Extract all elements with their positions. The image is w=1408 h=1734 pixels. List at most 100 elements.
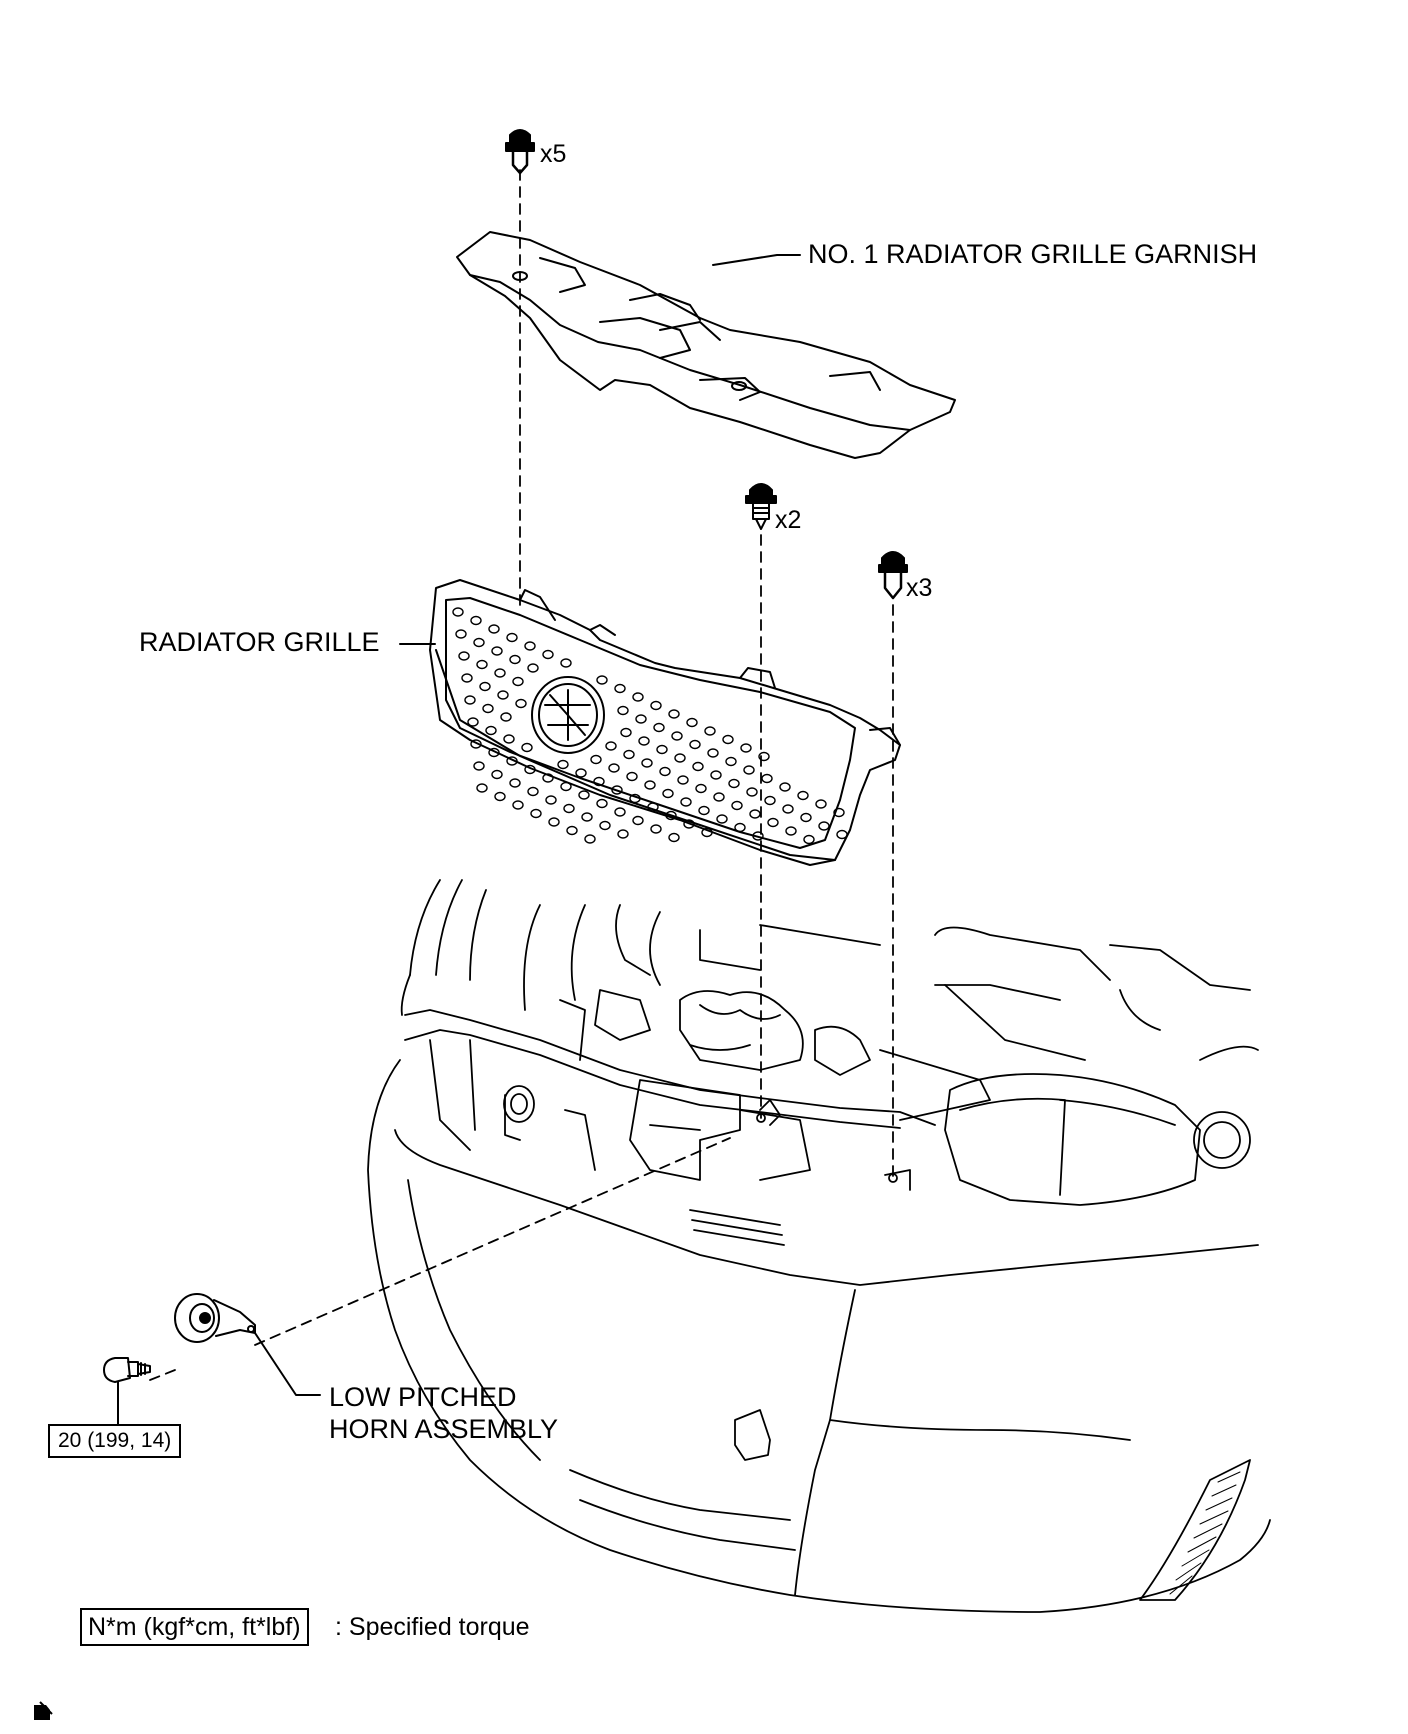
grille-mesh-hole	[545, 795, 557, 805]
grille-mesh-hole	[476, 659, 488, 670]
grille-mesh-hole	[470, 615, 482, 626]
grille-mesh-hole	[488, 624, 500, 634]
grille-mesh-hole	[692, 761, 704, 772]
grille-mesh-hole	[467, 717, 479, 727]
horn-label-line1: LOW PITCHED	[329, 1382, 517, 1412]
grille-mesh-hole	[575, 768, 587, 778]
grille-mesh-hole	[734, 822, 746, 833]
grille-mesh-hole	[710, 770, 722, 780]
grille-mesh-hole	[653, 722, 665, 733]
garnish-leader-line	[712, 254, 801, 266]
grille-mesh-hole	[746, 787, 758, 797]
bumper-vent-hatching	[1169, 1471, 1241, 1595]
grille-mesh-hole	[671, 731, 683, 741]
bolt-icon	[103, 1357, 151, 1383]
grille-mesh-hole	[836, 829, 848, 840]
grille-mesh-hole	[455, 629, 467, 639]
grille-mesh-hole	[704, 726, 716, 736]
grille-mesh-hole	[665, 810, 677, 821]
torque-spec-box: 20 (199, 14)	[48, 1424, 182, 1458]
radiator-grille-drawing	[429, 579, 901, 866]
grille-mesh-hole	[626, 771, 638, 782]
grille-mesh-hole	[668, 832, 680, 843]
grille-mesh-hole	[782, 804, 794, 814]
radiator-grille-garnish-drawing	[456, 231, 956, 459]
grille-mesh-hole	[749, 809, 761, 819]
grille-mesh-hole	[530, 808, 542, 819]
grille-mesh-hole	[464, 695, 476, 705]
grille-mesh-hole	[515, 698, 527, 709]
grille-mesh-hole	[605, 741, 617, 751]
grille-mesh-hole	[596, 798, 608, 809]
grille-mesh-hole	[815, 799, 827, 809]
grille-mesh-hole	[695, 783, 707, 794]
grille-mesh-hole	[764, 795, 776, 806]
grille-mesh-hole	[566, 825, 578, 836]
grille-mesh-hole	[503, 734, 515, 744]
clip-quantity-label: x3	[906, 574, 933, 602]
grille-mesh-hole	[521, 742, 533, 753]
grille-mesh-hole	[560, 658, 572, 668]
grille-mesh-hole	[722, 734, 734, 745]
grille-mesh-hole	[641, 758, 653, 768]
grille-mesh-hole	[740, 743, 752, 753]
grille-mesh-hole	[578, 790, 590, 800]
grille-mesh-hole	[707, 748, 719, 758]
grille-mesh-hole	[797, 790, 809, 801]
grille-mesh-hole	[512, 676, 524, 687]
grille-mesh-hole	[803, 834, 815, 845]
grille-mesh-hole	[686, 717, 698, 728]
grille-mesh-hole	[779, 782, 791, 792]
grille-mesh-hole	[452, 607, 464, 617]
screw-icon	[745, 483, 777, 530]
grille-mesh-hole	[725, 756, 737, 767]
grille-mesh-hole	[524, 764, 536, 775]
grille-mesh-hole	[689, 739, 701, 750]
grille-mesh-hole	[632, 815, 644, 826]
grille-mesh-hole	[527, 786, 539, 797]
grille-mesh-hole	[491, 646, 503, 656]
grille-mesh-hole	[731, 800, 743, 811]
grille-mesh-hole	[659, 766, 671, 777]
grille-mesh-hole	[818, 821, 830, 831]
grille-mesh-hole	[524, 641, 536, 651]
horn-leader-line	[254, 1332, 321, 1396]
grille-mesh-hole	[473, 637, 485, 648]
grille-mesh-hole	[629, 793, 641, 804]
clip-icon	[505, 129, 535, 175]
grille-mesh-hole	[581, 812, 593, 822]
grille-mesh-hole	[761, 773, 773, 784]
grille-mesh-hole	[716, 814, 728, 824]
grille-mesh-hole	[617, 829, 629, 839]
grille-mesh-hole	[563, 803, 575, 814]
grille-mesh-hole	[752, 831, 764, 841]
grille-mesh-hole	[698, 805, 710, 816]
grille-mesh-hole	[650, 824, 662, 834]
grille-mesh-hole	[635, 714, 647, 724]
grille-mesh-hole	[713, 792, 725, 802]
grille-mesh-hole	[584, 834, 596, 844]
grille-mesh-hole	[497, 690, 509, 700]
grille-mesh-hole	[509, 778, 521, 788]
legend-description: : Specified torque	[335, 1613, 530, 1641]
clip-quantity-label: x5	[540, 140, 567, 168]
grille-mesh-hole	[656, 744, 668, 755]
install-guide-lines	[149, 169, 894, 1381]
grille-mesh-hole	[527, 663, 539, 673]
note-icon	[34, 1701, 53, 1720]
grille-mesh-hole	[767, 817, 779, 828]
grille-mesh-hole	[473, 761, 485, 771]
grille-mesh-hole	[647, 802, 659, 812]
grille-mesh-hole	[494, 668, 506, 678]
grille-mesh-hole	[614, 683, 626, 694]
grille-mesh-hole	[596, 675, 608, 685]
grille-mesh-hole	[506, 756, 518, 766]
grille-mesh-hole	[620, 727, 632, 738]
grille-mesh-hole	[593, 776, 605, 787]
grille-mesh-hole	[509, 654, 521, 665]
grille-mesh-hole	[560, 781, 572, 792]
grille-mesh-hole	[542, 773, 554, 783]
grille-mesh-hole	[557, 759, 569, 770]
grille-mesh-hole	[623, 749, 635, 760]
grille-mesh-hole	[632, 692, 644, 702]
